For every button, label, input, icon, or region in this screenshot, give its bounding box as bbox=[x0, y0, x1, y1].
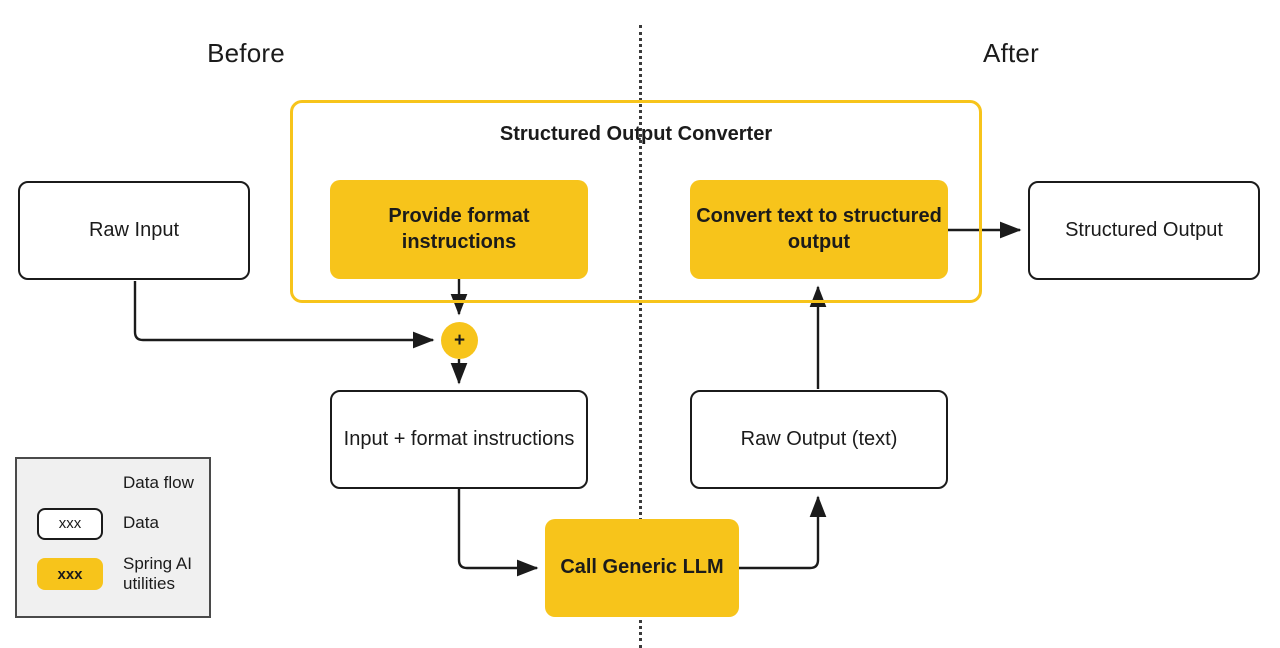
converter-title: Structured Output Converter bbox=[499, 123, 773, 145]
node-raw-input[interactable]: Raw Input bbox=[18, 181, 250, 280]
legend-row-spring-ai-utilities: xxx Spring AI utilities bbox=[29, 554, 197, 595]
legend-swatch-spring-ai-utilities: xxx bbox=[37, 558, 103, 591]
edge-input-format-to-llm bbox=[457, 489, 539, 577]
before-after-divider bbox=[639, 25, 642, 648]
node-input-plus-format-instructions[interactable]: Input + format instructions bbox=[330, 390, 588, 489]
structured-output-converter-container bbox=[290, 100, 982, 303]
step-provide-format-instructions[interactable]: Provide format instructions bbox=[330, 180, 588, 279]
legend-row-data-flow: Data flow bbox=[29, 473, 197, 494]
legend-data-key: xxx bbox=[29, 507, 111, 540]
legend-util-key: xxx bbox=[29, 558, 111, 591]
node-raw-output-text[interactable]: Raw Output (text) bbox=[690, 390, 948, 489]
edge-llm-to-raw-output bbox=[739, 495, 827, 570]
node-merge-plus[interactable]: + bbox=[441, 322, 478, 359]
node-structured-output[interactable]: Structured Output bbox=[1028, 181, 1260, 280]
legend-row-data: xxx Data bbox=[29, 507, 197, 540]
legend: Data flow xxx Data xxx Spring AI utiliti… bbox=[15, 457, 211, 618]
node-call-generic-llm[interactable]: Call Generic LLM bbox=[545, 519, 739, 617]
step-convert-text-to-structured-output[interactable]: Convert text to structured output bbox=[690, 180, 948, 279]
legend-label-data-flow: Data flow bbox=[123, 473, 194, 492]
legend-label-spring-ai-utilities: Spring AI utilities bbox=[123, 553, 192, 594]
legend-swatch-data: xxx bbox=[37, 507, 103, 540]
legend-label-data: Data bbox=[123, 513, 159, 533]
section-label-after: After bbox=[983, 38, 1039, 68]
section-label-before: Before bbox=[207, 38, 285, 68]
